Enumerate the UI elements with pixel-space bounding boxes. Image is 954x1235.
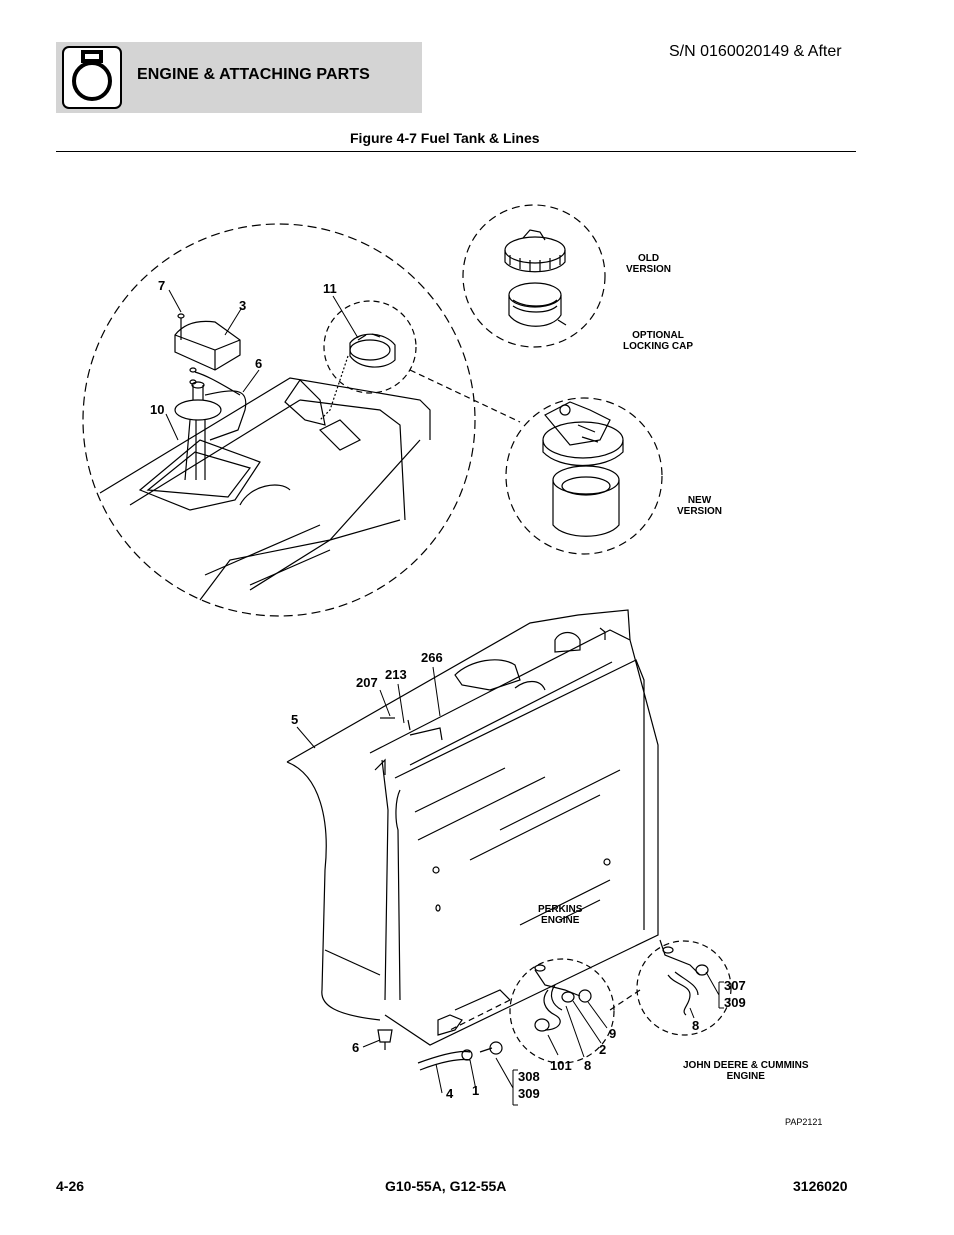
note-optional-locking-cap: OPTIONAL LOCKING CAP	[623, 330, 693, 352]
detail-circle-sender	[82, 223, 476, 617]
callout-2: 2	[599, 1042, 607, 1057]
drawing-code: PAP2121	[785, 1117, 823, 1127]
callout-8-perkins: 8	[584, 1058, 592, 1073]
detail-circle-deere	[609, 939, 732, 1036]
note-deere-cummins-engine: JOHN DEERE & CUMMINS ENGINE	[683, 1060, 809, 1082]
callout-11: 11	[323, 281, 337, 296]
callout-308: 308	[518, 1069, 540, 1084]
callout-5: 5	[291, 712, 299, 727]
engine-section-icon	[62, 46, 122, 109]
callout-9: 9	[609, 1026, 617, 1041]
callout-4: 4	[446, 1086, 454, 1101]
callout-10: 10	[150, 402, 165, 417]
callout-309-deere: 309	[724, 995, 746, 1010]
serial-number-range: S/N 0160020149 & After	[669, 43, 842, 60]
leader-lines	[165, 289, 724, 1106]
callout-266: 266	[421, 650, 443, 665]
callout-6-sender: 6	[255, 356, 263, 371]
callout-309-bottom: 309	[518, 1086, 540, 1101]
model-numbers: G10-55A, G12-55A	[385, 1178, 507, 1194]
callout-3: 3	[239, 298, 247, 313]
page-number: 4-26	[56, 1178, 85, 1194]
detail-circle-old-cap	[462, 204, 606, 348]
callout-6-drain: 6	[352, 1040, 360, 1055]
fuel-line	[417, 1041, 503, 1071]
callout-8-deere: 8	[692, 1018, 700, 1033]
detail-circle-cap	[319, 300, 521, 423]
detail-circle-perkins	[449, 958, 615, 1064]
detail-circle-new-cap	[505, 397, 663, 555]
figure-title: Figure 4-7 Fuel Tank & Lines	[350, 130, 540, 146]
callout-101: 101	[550, 1058, 572, 1073]
callout-7: 7	[158, 278, 166, 293]
section-title: ENGINE & ATTACHING PARTS	[137, 66, 370, 83]
note-new-version: NEW VERSION	[677, 495, 723, 517]
callout-213: 213	[385, 667, 407, 682]
callout-1: 1	[472, 1083, 480, 1098]
manual-number: 3126020	[793, 1178, 848, 1194]
header-rule	[56, 151, 856, 152]
note-old-version: OLD VERSION	[626, 253, 672, 275]
note-perkins-engine: PERKINS ENGINE	[538, 904, 583, 926]
callout-207: 207	[356, 675, 378, 690]
fuel-tank-main	[286, 609, 659, 1050]
callout-307: 307	[724, 978, 746, 993]
